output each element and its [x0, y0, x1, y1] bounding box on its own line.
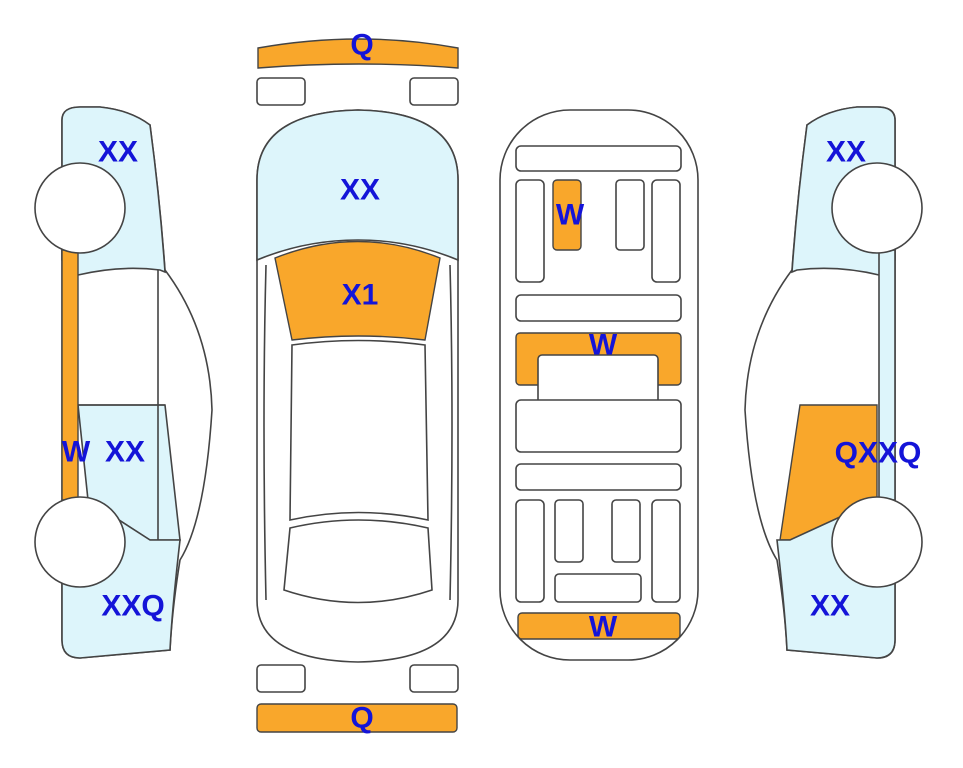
left-side-line: [263, 264, 267, 601]
front-light-right: [409, 77, 459, 106]
rear-console: [554, 573, 642, 603]
interior-trunk[interactable]: [517, 612, 681, 640]
label-front-bumper: Q: [350, 29, 373, 62]
front-right-area: [651, 179, 681, 283]
right-side-line: [449, 264, 453, 601]
label-rear-bumper: Q: [350, 702, 373, 735]
rear-bumper[interactable]: [256, 703, 458, 733]
right-front-wheel: [831, 162, 923, 254]
label-right-front-fender: XX: [826, 136, 866, 169]
hood[interactable]: [256, 109, 459, 262]
interior-front-seat[interactable]: [552, 179, 582, 251]
label-left-rocker: W: [62, 436, 91, 469]
front-left-area: [515, 179, 545, 283]
label-windshield: X1: [342, 279, 379, 312]
rear-left-area: [515, 499, 545, 603]
rear-seat-right: [611, 499, 641, 563]
middle-row: [515, 399, 682, 453]
dashboard: [515, 145, 682, 172]
rear-light-left: [256, 664, 306, 693]
front-console: [615, 179, 645, 251]
windshield[interactable]: [274, 240, 441, 341]
label-left-rear-door: XX: [105, 436, 145, 469]
label-hood: XX: [340, 174, 380, 207]
front-seat-row: [515, 294, 682, 322]
front-bumper[interactable]: [257, 38, 459, 69]
label-left-rear-quarter: XXQ: [101, 590, 164, 623]
left-rear-wheel: [34, 496, 126, 588]
rear-seat-left: [554, 499, 584, 563]
rear-window: [283, 519, 433, 604]
label-right-rear-door: QXXQ: [835, 437, 922, 470]
front-light-left: [256, 77, 306, 106]
roof: [289, 339, 429, 521]
label-interior-middle: W: [589, 329, 618, 362]
left-door-line: [78, 270, 165, 540]
label-interior-trunk: W: [589, 611, 618, 644]
right-rear-wheel: [831, 496, 923, 588]
rear-right-area: [651, 499, 681, 603]
label-left-front-fender: XX: [98, 136, 138, 169]
rear-light-right: [409, 664, 459, 693]
label-right-rear-quarter: XX: [810, 590, 850, 623]
label-interior-front-seat: W: [556, 199, 585, 232]
left-front-wheel: [34, 162, 126, 254]
rear-seat-row: [515, 463, 682, 491]
